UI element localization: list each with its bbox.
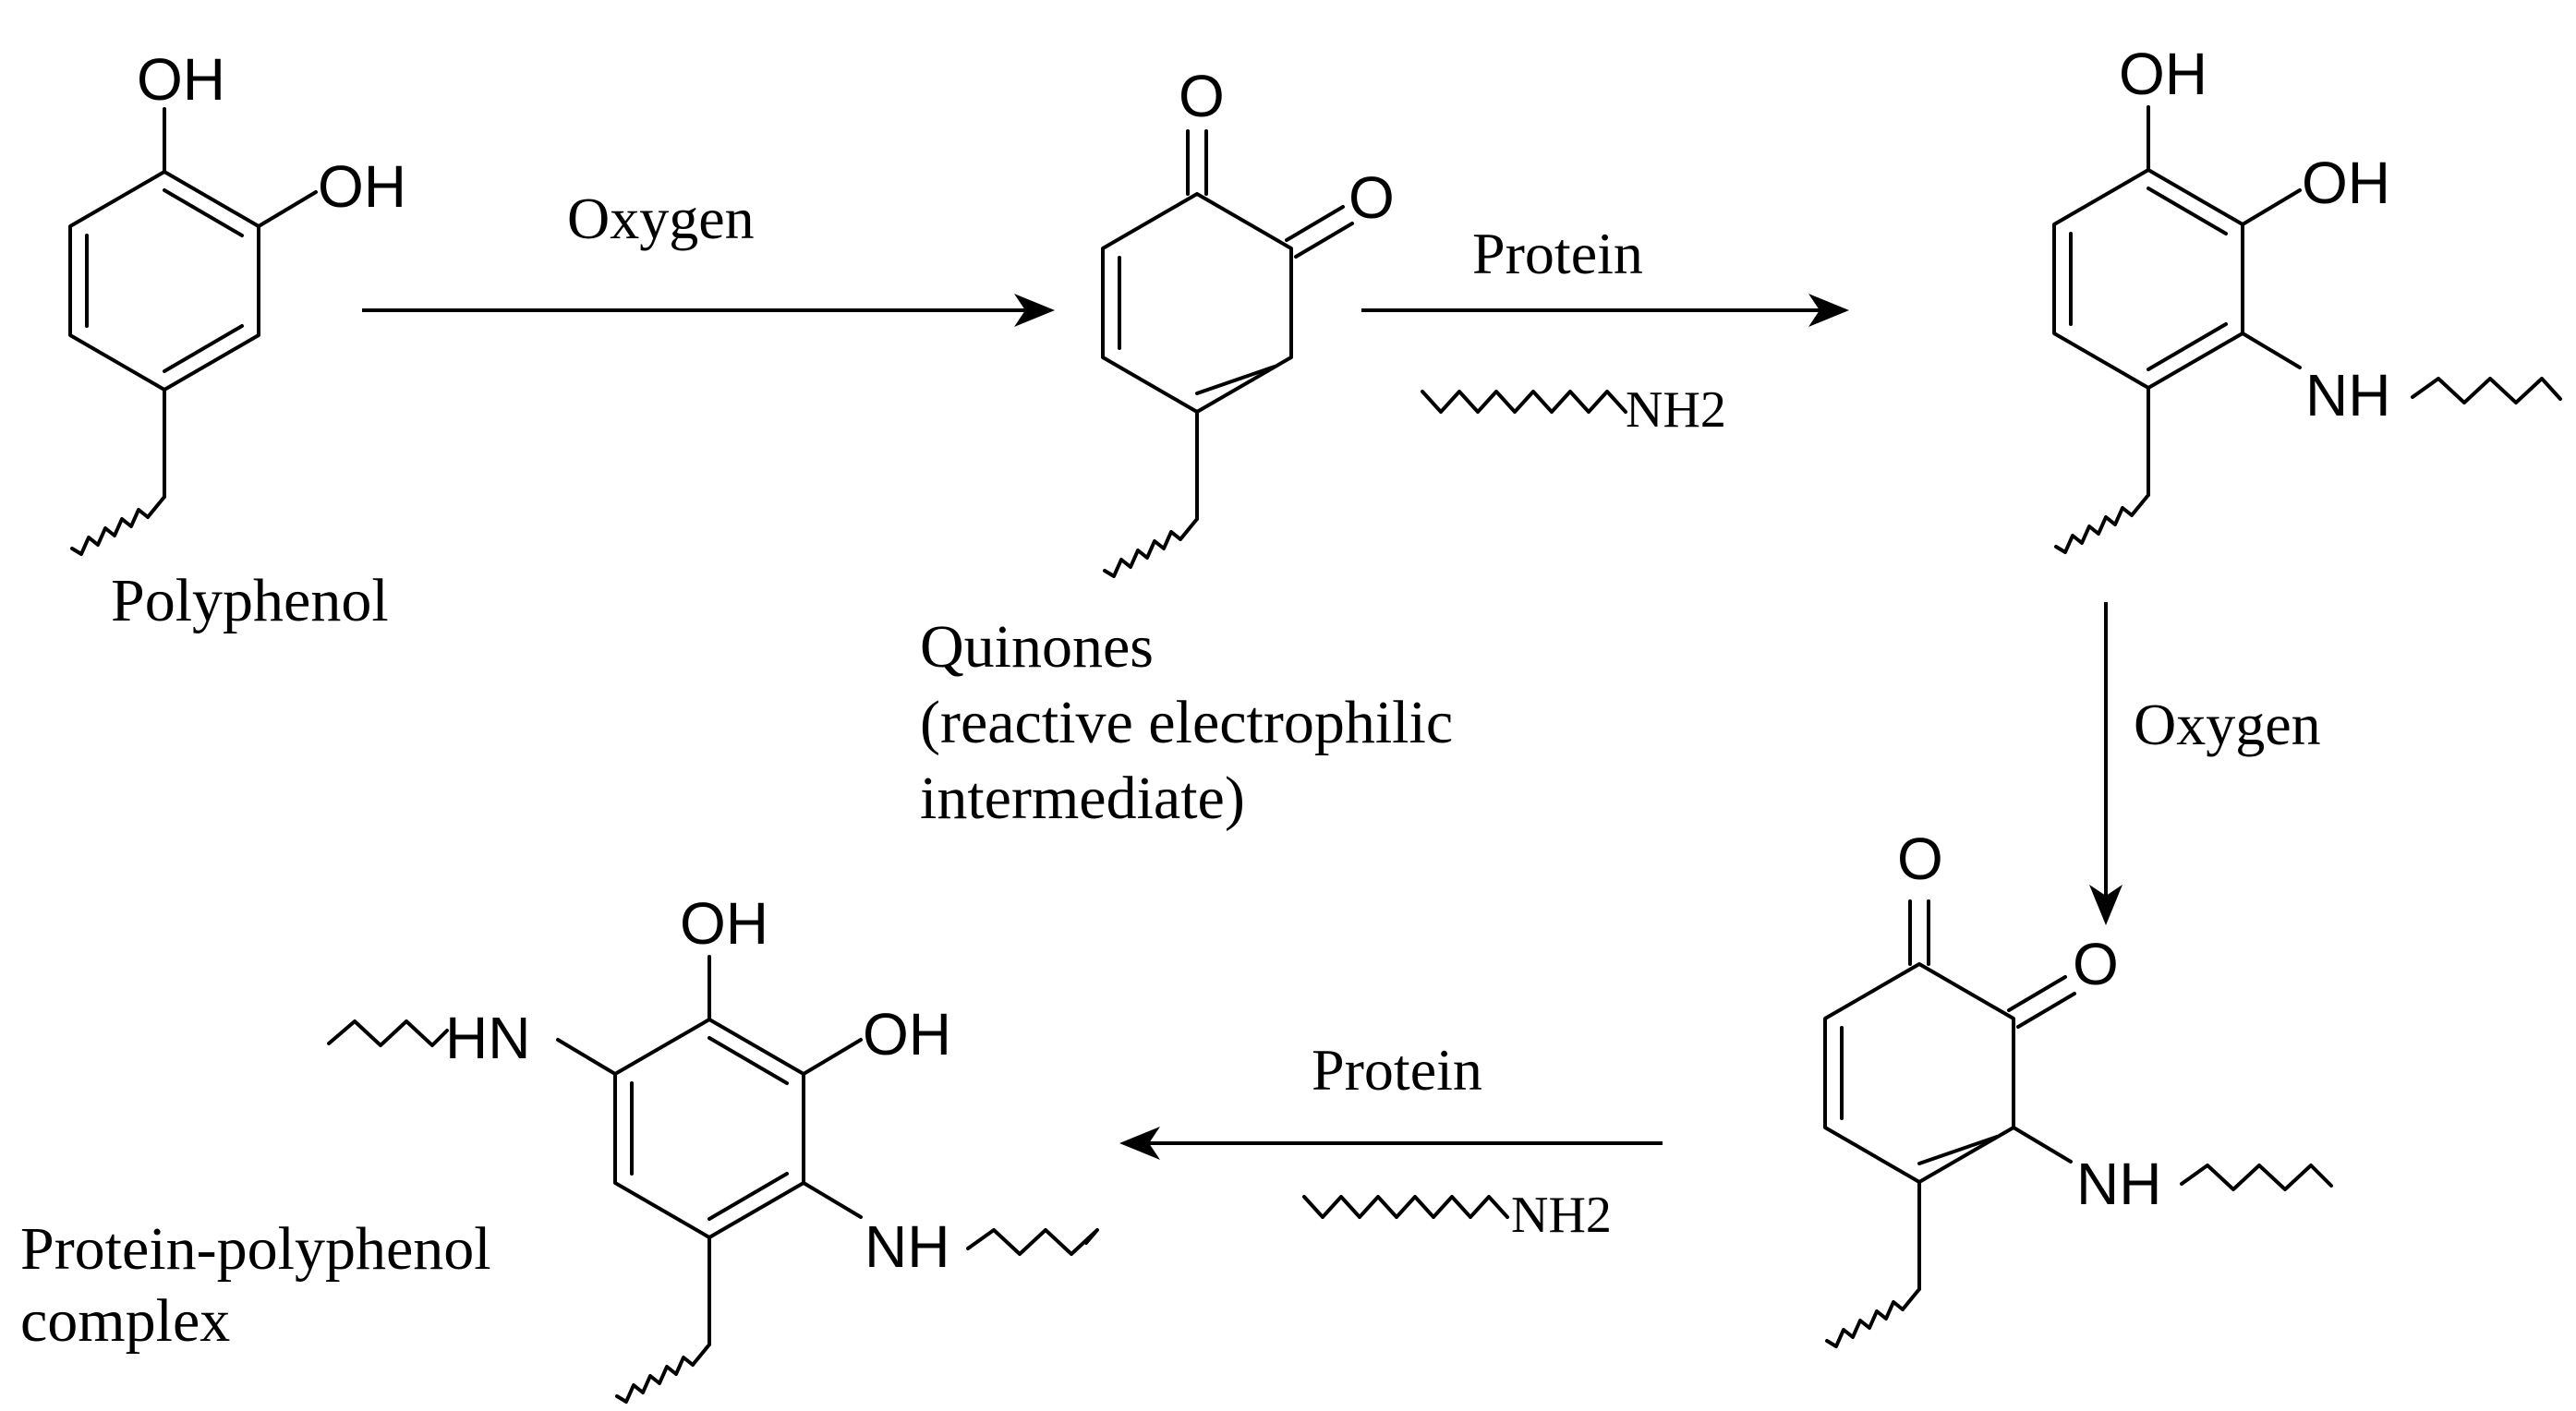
ring-inner-double-bonds xyxy=(85,188,244,373)
protein-chain-zigzag xyxy=(2180,1164,2333,1191)
oxygen-atom-label: O xyxy=(1179,63,1225,129)
carbonyl-right-bond-b xyxy=(1294,222,1354,259)
ring-bonds xyxy=(613,1018,805,1239)
wavy-attachment xyxy=(1103,530,1182,578)
oxidation-arrow-1: Oxygen xyxy=(362,186,1055,327)
oh-label: OH xyxy=(137,46,225,113)
quinone-structure: O O Quinones (reactive electrophilic int… xyxy=(920,63,1453,832)
carbonyl-right-bond-b xyxy=(2016,992,2076,1029)
nh-bond xyxy=(2012,1126,2073,1164)
arrow-head xyxy=(1808,294,1849,327)
ring-inner-double-bonds xyxy=(1118,256,1276,395)
quinones-caption: intermediate) xyxy=(920,765,1245,832)
carbonyl-right-bond-a xyxy=(1285,205,1345,242)
protein-polyphenol-complex-structure: OH OH NH HN Protein-polyphenol complex xyxy=(20,890,1099,1404)
quinones-caption: (reactive electrophilic xyxy=(920,689,1453,756)
protein-label: Protein xyxy=(1312,1037,1482,1103)
ring-bonds xyxy=(1101,192,1293,414)
protein-addition-arrow-1: Protein NH2 xyxy=(1361,221,1849,439)
oh-bond-right xyxy=(257,190,318,228)
oh-bond-right xyxy=(802,1038,863,1076)
oxidation-arrow-2: Oxygen xyxy=(2089,602,2321,925)
ring-bonds xyxy=(68,170,260,392)
oh-label: OH xyxy=(318,153,406,220)
ring-bonds xyxy=(1823,962,2015,1184)
oxygen-label: Oxygen xyxy=(2134,692,2321,757)
oh-label: OH xyxy=(2119,41,2207,107)
wavy-attachment xyxy=(2054,506,2134,554)
protein-label: Protein xyxy=(1472,221,1643,286)
oh-bond-right xyxy=(2241,188,2302,226)
ring-inner-double-bonds xyxy=(1840,1026,1999,1165)
arrow-head xyxy=(1014,294,1055,327)
arrow-head xyxy=(1119,1127,1160,1160)
nh-label: NH xyxy=(2305,362,2390,428)
wavy-attachment xyxy=(1825,1300,1905,1348)
amine-label: NH2 xyxy=(1511,1187,1612,1244)
nh-bond-right xyxy=(802,1181,863,1219)
complex-caption: Protein-polyphenol xyxy=(20,1215,491,1283)
nh-label: NH xyxy=(865,1213,949,1280)
polyphenol-caption: Polyphenol xyxy=(111,567,389,634)
arrow-head xyxy=(2089,885,2122,925)
hn-label: HN xyxy=(445,1005,530,1071)
amine-label: NH2 xyxy=(1626,381,1726,439)
oxygen-label: Oxygen xyxy=(567,186,755,251)
oxygen-atom-label: O xyxy=(1897,826,1943,892)
oxygen-atom-label: O xyxy=(1348,164,1395,231)
wavy-attachment xyxy=(70,508,150,556)
hn-bond-left xyxy=(556,1038,617,1076)
protein-addition-arrow-2: Protein NH2 xyxy=(1119,1037,1663,1244)
quinones-caption: Quinones xyxy=(920,613,1154,681)
ch2-to-chain-bond xyxy=(1901,1287,1921,1311)
ch2-to-chain-bond xyxy=(691,1343,711,1367)
complex-caption: complex xyxy=(20,1287,230,1355)
ring-inner-double-bonds xyxy=(630,1036,789,1221)
protein-chain-zigzag xyxy=(327,1019,449,1047)
wavy-attachment xyxy=(615,1356,695,1404)
nh-bond xyxy=(2241,332,2302,369)
carbonyl-right-bond-a xyxy=(2007,975,2067,1012)
ring-bonds xyxy=(2052,168,2244,390)
oxygen-atom-label: O xyxy=(2073,931,2119,997)
protein-chain-zigzag xyxy=(1421,390,1627,414)
ring-inner-double-bonds xyxy=(2069,187,2228,371)
polyphenol-structure: OH OH Polyphenol xyxy=(68,46,406,634)
nh-label: NH xyxy=(2076,1151,2161,1217)
amino-catechol-structure: OH OH NH xyxy=(2052,41,2562,554)
ch2-to-chain-bond xyxy=(1179,517,1199,541)
protein-chain-zigzag xyxy=(1302,1195,1509,1219)
oh-label: OH xyxy=(2302,150,2390,216)
ch2-to-chain-bond xyxy=(2130,493,2150,517)
protein-chain-zigzag xyxy=(966,1228,1099,1256)
oh-label: OH xyxy=(680,890,768,957)
oh-label: OH xyxy=(863,1001,951,1067)
amino-quinone-structure: O O NH xyxy=(1823,826,2333,1348)
ch2-to-chain-bond xyxy=(146,495,166,519)
protein-chain-zigzag xyxy=(2411,377,2562,404)
